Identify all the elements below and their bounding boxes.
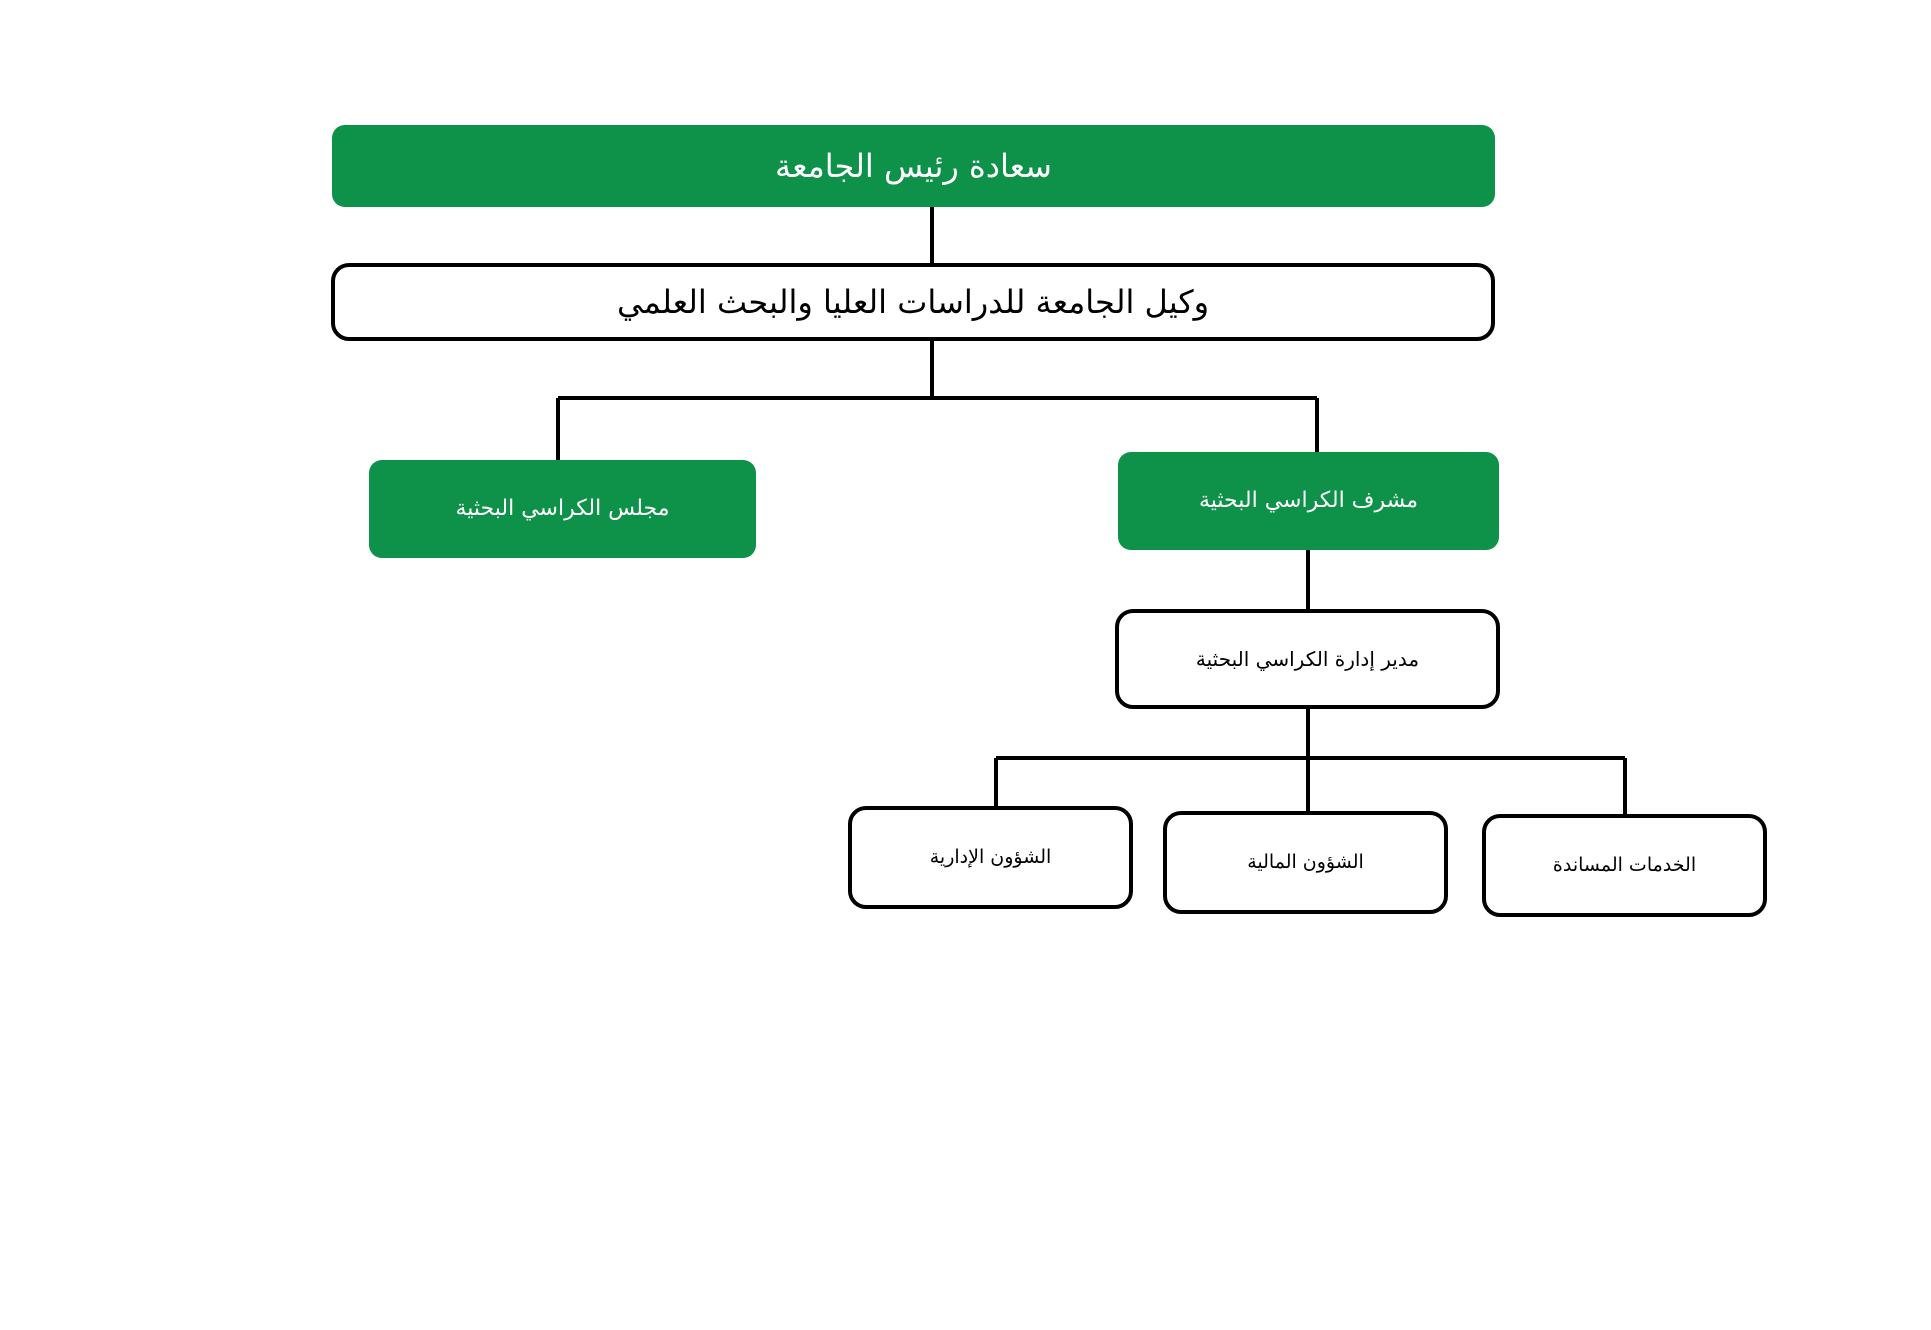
node-financial-affairs-label: الشؤون المالية (1247, 850, 1364, 873)
node-vice-president[interactable]: وكيل الجامعة للدراسات العليا والبحث العل… (331, 263, 1495, 341)
node-president-label: سعادة رئيس الجامعة (775, 147, 1052, 185)
node-support-services[interactable]: الخدمات المساندة (1482, 814, 1767, 917)
node-financial-affairs[interactable]: الشؤون المالية (1163, 811, 1448, 914)
node-support-services-label: الخدمات المساندة (1552, 853, 1697, 876)
node-research-chairs-council-label: مجلس الكراسي البحثية (455, 496, 670, 522)
node-research-chairs-supervisor-label: مشرف الكراسي البحثية (1198, 488, 1419, 514)
node-vice-president-label: وكيل الجامعة للدراسات العليا والبحث العل… (616, 283, 1210, 321)
node-research-chairs-manager-label: مدير إدارة الكراسي البحثية (1195, 646, 1420, 671)
node-research-chairs-supervisor[interactable]: مشرف الكراسي البحثية (1118, 452, 1499, 550)
node-research-chairs-council[interactable]: مجلس الكراسي البحثية (369, 460, 756, 558)
node-administrative-affairs[interactable]: الشؤون الإدارية (848, 806, 1133, 909)
node-research-chairs-manager[interactable]: مدير إدارة الكراسي البحثية (1115, 609, 1500, 709)
node-administrative-affairs-label: الشؤون الإدارية (929, 845, 1052, 868)
node-president[interactable]: سعادة رئيس الجامعة (332, 125, 1495, 207)
